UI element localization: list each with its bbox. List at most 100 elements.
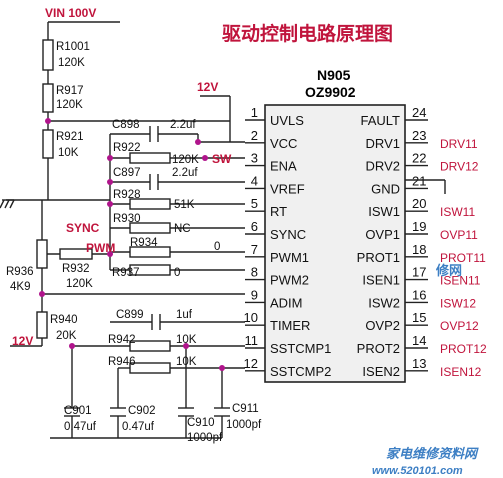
pin-14-name: PROT2 <box>357 341 400 356</box>
r917-ref: R917 <box>56 85 84 97</box>
c899-val: 1uf <box>176 309 193 321</box>
pwm-net-label: PWM <box>86 241 115 255</box>
pin-8-name: PWM2 <box>270 273 309 288</box>
pin-1-name: UVLS <box>270 113 304 128</box>
net-ovp12-label: OVP12 <box>440 319 479 333</box>
r937-ref: R937 <box>112 267 140 279</box>
c897-ref: C897 <box>113 167 141 179</box>
r917-val: 120K <box>56 99 83 111</box>
pin-15-name: OVP2 <box>365 318 400 333</box>
pin-11-number: 11 <box>245 333 259 348</box>
c902-val: 0.47uf <box>122 421 155 433</box>
pin-7-number: 7 <box>251 242 258 257</box>
pin-16-number: 16 <box>412 287 426 302</box>
r946-ref: R946 <box>108 356 136 368</box>
junction-dots <box>39 118 225 371</box>
watermark-stamp: 修网 <box>435 263 462 278</box>
pin-6-number: 6 <box>251 219 258 234</box>
pin-22-number: 22 <box>412 151 426 166</box>
pin-20-number: 20 <box>412 196 426 211</box>
r921-ref: R921 <box>56 131 84 143</box>
pin-3-name: ENA <box>270 159 297 174</box>
r940-val: 20K <box>56 330 77 342</box>
pin-21-number: 21 <box>412 173 426 188</box>
net-prot11-label: PROT11 <box>440 251 486 265</box>
pin-3-number: 3 <box>251 151 258 166</box>
net-isw11-label: ISW11 <box>440 205 475 219</box>
ic-body <box>264 104 406 383</box>
c901-ref: C901 <box>64 405 92 417</box>
pin-4-number: 4 <box>251 173 258 188</box>
r921-val: 10K <box>58 147 79 159</box>
pin-21-name: GND <box>371 181 400 196</box>
pin-5-number: 5 <box>251 196 258 211</box>
sync-net-label: SYNC <box>66 221 100 235</box>
c898-ref: C898 <box>112 119 140 131</box>
v12-left-label: 12V <box>12 334 33 348</box>
net-isen12-label: ISEN12 <box>440 365 482 379</box>
pin-23-number: 23 <box>412 128 426 143</box>
pin-17-name: ISEN1 <box>362 273 400 288</box>
pin-23-name: DRV1 <box>366 136 400 151</box>
c897-val: 2.2uf <box>172 167 198 179</box>
diagram-title: 驱动控制电路原理图 <box>222 22 393 45</box>
net-prot12-label: PROT12 <box>440 342 487 356</box>
pin-2-number: 2 <box>251 128 258 143</box>
r1001-val: 120K <box>58 57 85 69</box>
pin-19-number: 19 <box>412 219 426 234</box>
r934-val: 0 <box>214 241 220 253</box>
r922-ref: R922 <box>113 142 141 154</box>
c911-val: 1000pf <box>226 419 262 431</box>
pin-2-name: VCC <box>270 136 297 151</box>
r932-ref: R932 <box>62 263 90 275</box>
pin-15-number: 15 <box>412 310 426 325</box>
pin-14-number: 14 <box>412 333 426 348</box>
pin-22-name: DRV2 <box>366 159 400 174</box>
c902-ref: C902 <box>128 405 156 417</box>
r932-val: 120K <box>66 278 93 290</box>
pin-13-number: 13 <box>412 356 426 371</box>
pin-12-name: SSTCMP2 <box>270 364 331 379</box>
r928-val: 51K <box>174 199 195 211</box>
c910-ref: C910 <box>187 417 215 429</box>
net-isw12-label: ISW12 <box>440 296 476 310</box>
net-ovp11-label: OVP11 <box>440 228 478 242</box>
pin-16-name: ISW2 <box>368 295 400 310</box>
pin-10-number: 10 <box>244 310 258 325</box>
ic-left-pins: 1UVLS2VCC3ENA4VREF5RT6SYNC7PWM18PWM29ADI… <box>244 105 332 379</box>
pin-9-number: 9 <box>251 287 258 302</box>
net-drv11-label: DRV11 <box>440 137 478 151</box>
net-isen11-label: ISEN11 <box>440 274 481 288</box>
r942-val: 10K <box>176 334 197 346</box>
r942-ref: R942 <box>108 334 136 346</box>
pin-24-number: 24 <box>412 105 426 120</box>
ic-part: OZ9902 <box>305 84 356 100</box>
pin-24-name: FAULT <box>361 113 401 128</box>
capacitor-symbols <box>64 126 230 417</box>
v12-top-label: 12V <box>197 80 218 94</box>
resistor-symbols <box>36 39 171 374</box>
r934-ref: R934 <box>130 237 158 249</box>
c898-val: 2.2uf <box>170 119 196 131</box>
net-drv12-label: DRV12 <box>440 160 479 174</box>
watermark-url: www.520101.com <box>372 465 463 477</box>
pin-20-name: ISW1 <box>368 204 400 219</box>
r936-ref: R936 <box>6 266 34 278</box>
pin-1-number: 1 <box>251 105 258 120</box>
pin-11-name: SSTCMP1 <box>270 341 331 356</box>
pin-18-number: 18 <box>412 242 426 257</box>
pin-6-name: SYNC <box>270 227 306 242</box>
ic-ref: N905 <box>317 67 351 83</box>
pin-10-name: TIMER <box>270 318 310 333</box>
c910-val: 1000pf <box>187 432 223 444</box>
wiring <box>6 21 446 439</box>
pin-18-name: PROT1 <box>357 250 400 265</box>
r946-val: 10K <box>176 356 197 368</box>
pin-8-number: 8 <box>251 265 258 280</box>
pin-12-number: 12 <box>244 356 258 371</box>
component-labels: R1001 120K R917 120K R921 10K C898 2.2uf… <box>6 41 262 444</box>
pin-4-name: VREF <box>270 181 305 196</box>
r930-val: NC <box>174 223 191 235</box>
